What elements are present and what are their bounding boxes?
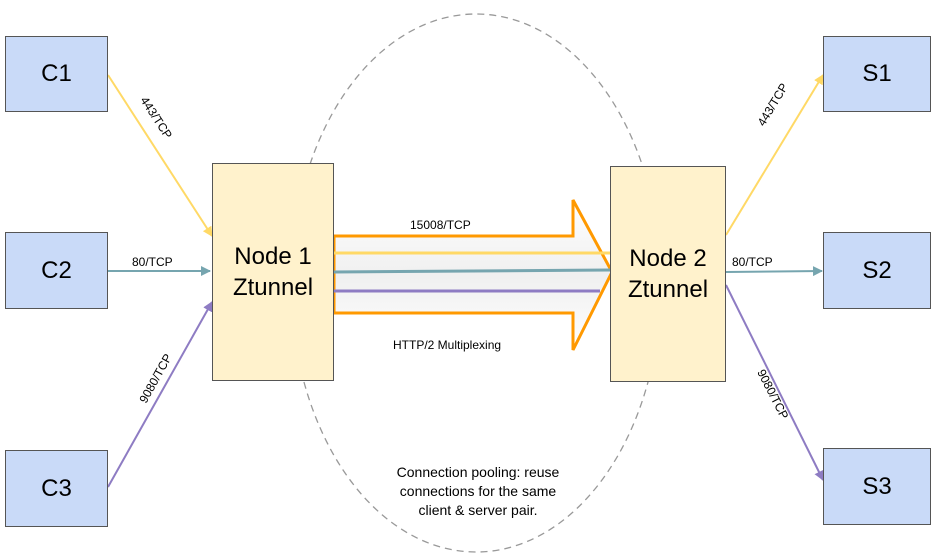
edge-c3-node1 xyxy=(107,301,213,488)
node-label: Node 2 Ztunnel xyxy=(627,245,709,303)
client-label: C3 xyxy=(41,474,72,502)
node-2-ztunnel: Node 2 Ztunnel xyxy=(610,166,726,382)
client-c2: C2 xyxy=(5,232,108,309)
node-1-ztunnel: Node 1 Ztunnel xyxy=(212,163,334,381)
node-label: Node 1 Ztunnel xyxy=(232,243,314,301)
edge-node2-s3 xyxy=(725,284,824,481)
edge-node2-s1 xyxy=(725,74,824,236)
edge-label-s1: 443/TCP xyxy=(755,81,791,129)
client-label: C1 xyxy=(41,60,72,87)
server-label: S3 xyxy=(862,472,892,500)
edge-label-s2: 80/TCP xyxy=(732,255,773,269)
edge-c1-node1 xyxy=(107,74,213,237)
edge-label-c1: 443/TCP xyxy=(137,94,175,141)
server-s2: S2 xyxy=(823,232,931,309)
tunnel-stream-80 xyxy=(333,268,611,274)
tunnel-port-label: 15008/TCP xyxy=(410,218,471,232)
edge-label-c2: 80/TCP xyxy=(132,255,173,269)
connection-pooling-note: Connection pooling: reuse connections fo… xyxy=(396,464,560,518)
edge-label-s3: 9080/TCP xyxy=(754,367,791,421)
server-label: S1 xyxy=(862,60,892,87)
server-s1: S1 xyxy=(823,36,931,112)
tunnel-arrow xyxy=(332,199,614,351)
server-label: S2 xyxy=(862,256,892,284)
client-c3: C3 xyxy=(5,450,108,527)
tunnel-caption: HTTP/2 Multiplexing xyxy=(393,338,501,352)
client-c1: C1 xyxy=(5,36,108,112)
server-s3: S3 xyxy=(823,448,931,525)
edge-node2-s2 xyxy=(725,266,823,277)
client-label: C2 xyxy=(41,256,72,284)
